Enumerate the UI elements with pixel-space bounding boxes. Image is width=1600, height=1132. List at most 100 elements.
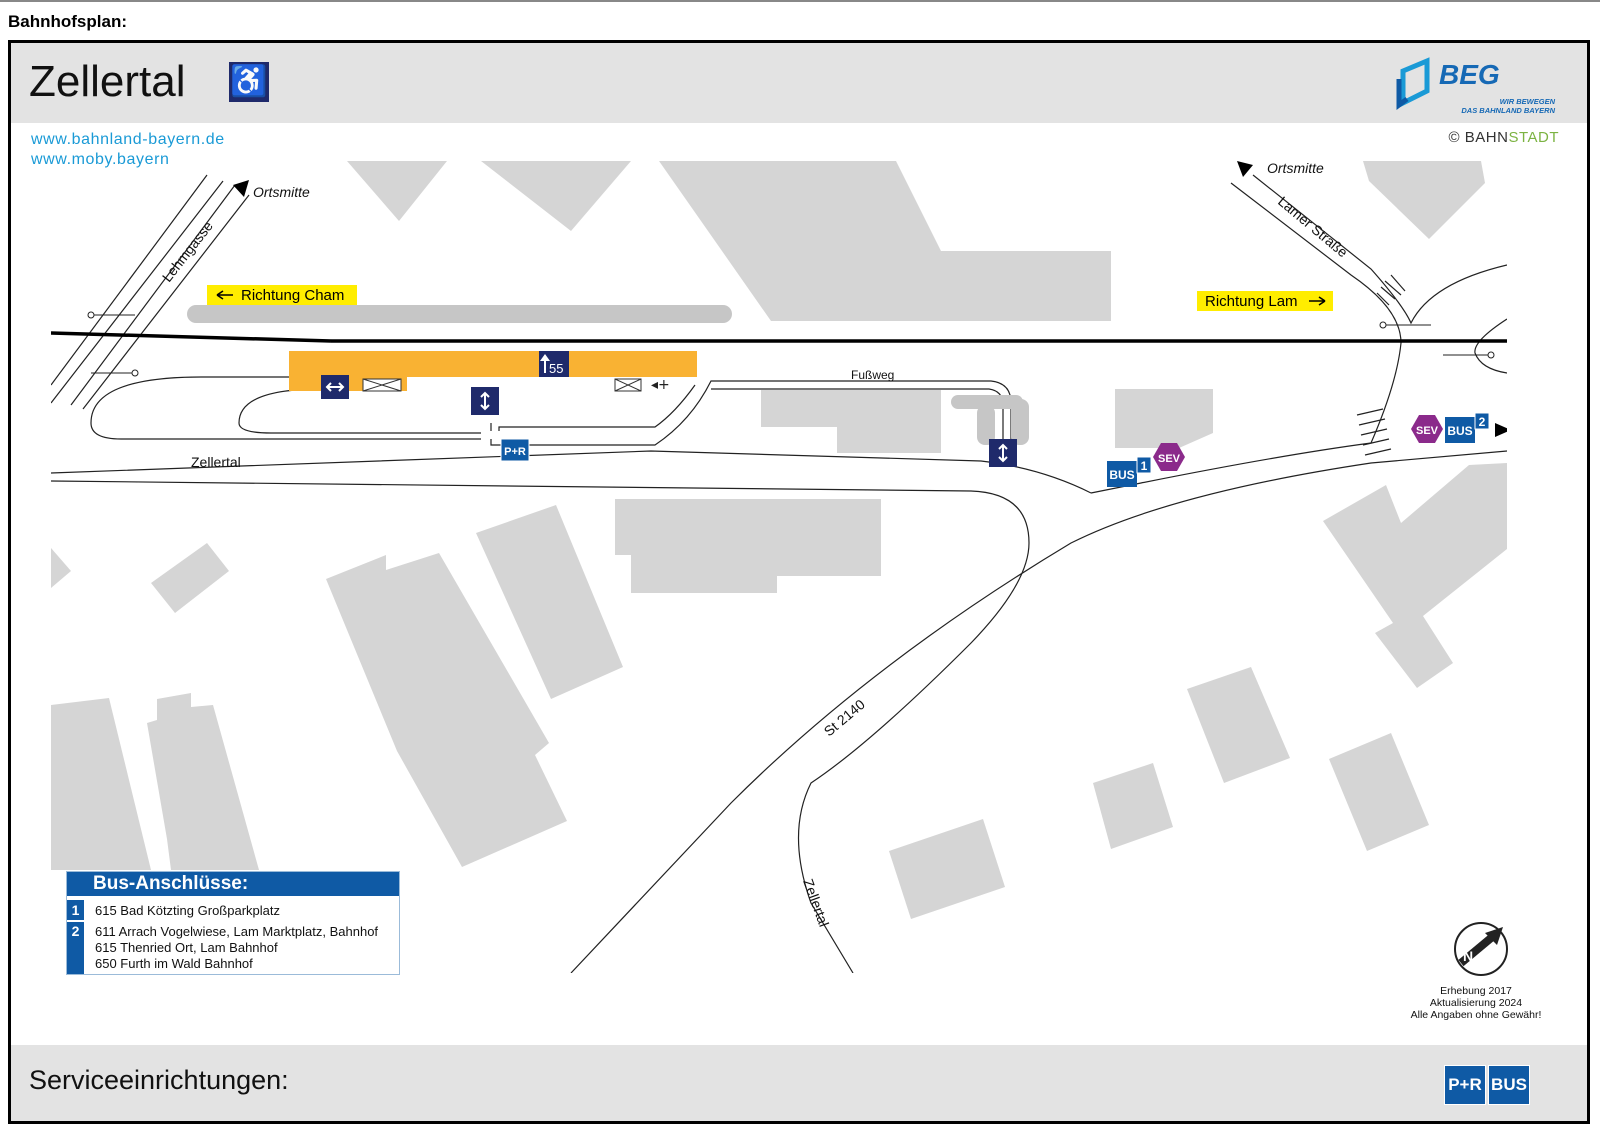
direction-arrow-icon <box>1495 423 1507 437</box>
link-bahnland-bayern[interactable]: www.bahnland-bayern.de <box>31 131 225 148</box>
access-path-marker <box>471 387 499 415</box>
road-lamer-strasse <box>1090 182 1402 494</box>
roads <box>51 174 1507 973</box>
station-access-road <box>90 376 481 440</box>
pr-marker-label: P+R <box>504 446 526 458</box>
bus-connection-row-1: 1 615 Bad Kötzting Großparkplatz <box>67 900 399 920</box>
building <box>481 161 631 231</box>
station-plan-frame: Zellertal ♿ BEG WIR BEWEGEN DAS BAHNLAND… <box>8 40 1590 1124</box>
st2140-label: St 2140 <box>821 696 868 739</box>
ortsmitte-arrow-icon <box>1237 161 1253 177</box>
building <box>1115 389 1213 448</box>
credits-line1: Erhebung 2017 <box>1440 985 1512 997</box>
building <box>326 553 567 867</box>
building <box>1187 667 1290 783</box>
lamer-strasse-label: Lamer Straße <box>1275 193 1351 260</box>
bus-line: 615 Thenried Ort, Lam Bahnhof <box>95 940 278 955</box>
station-access-road <box>238 388 481 434</box>
road-edge <box>51 174 208 386</box>
buildings <box>51 161 1507 919</box>
bus-line: 611 Arrach Vogelwiese, Lam Marktplatz, B… <box>95 924 379 939</box>
arrow-left-icon <box>216 290 233 300</box>
access-ramp-marker <box>321 375 349 399</box>
building <box>1329 733 1429 851</box>
richtung-lam-label: Richtung Lam <box>1205 293 1298 310</box>
building <box>51 698 151 870</box>
plan-header: Zellertal ♿ BEG WIR BEWEGEN DAS BAHNLAND… <box>11 43 1587 123</box>
copyright-suffix: STADT <box>1508 129 1559 146</box>
bus-stop-2-marker: BUS 2 <box>1445 412 1507 443</box>
road-edge <box>51 180 224 404</box>
building <box>889 819 1005 919</box>
building <box>1093 763 1173 849</box>
beg-logo-slogan: WIR BEWEGEN DAS BAHNLAND BAYERN <box>1425 97 1555 115</box>
wheelchair-icon: ♿ <box>229 62 269 102</box>
park-and-ride-marker: P+R <box>500 438 530 462</box>
bus-stop-2-number: 2 <box>1479 415 1486 429</box>
bus-stop-1-label: BUS <box>1109 468 1134 482</box>
ortsmitte-arrow-icon <box>233 180 249 197</box>
station-map: 55 ◂+ P+R BU <box>51 160 1508 976</box>
bus-connections-title: Bus-Anschlüsse: <box>67 872 399 896</box>
crosswalks <box>1356 274 1406 456</box>
link-moby-bayern[interactable]: www.moby.bayern <box>31 151 170 168</box>
level-crossing-barriers <box>87 311 1495 377</box>
bus-stop-1-number: 1 <box>1141 459 1148 473</box>
sev-stop-2-label: SEV <box>1416 425 1439 437</box>
road-edge <box>70 184 236 406</box>
railway-track <box>51 331 332 343</box>
zellertal-south-label: Zellertal <box>800 877 832 929</box>
building <box>151 543 229 613</box>
footpath-fussweg <box>490 380 1012 451</box>
platform <box>289 351 697 377</box>
survey-credits: Erhebung 2017 Aktualisierung 2024 Alle A… <box>1406 985 1546 1021</box>
station-title: Zellertal <box>29 57 186 106</box>
ortsmitte-left-label: Ortsmitte <box>253 184 310 200</box>
copyright-prefix: © BAHN <box>1448 129 1509 146</box>
building <box>761 390 941 453</box>
direction-sign-cham: Richtung Cham <box>207 285 357 305</box>
platform-height-label: 55 <box>549 361 563 376</box>
road-zellertal-east <box>51 480 1030 973</box>
sev-stop-2-marker: SEV <box>1411 415 1443 443</box>
access-path-marker <box>989 439 1017 467</box>
beg-logo-icon <box>1396 57 1430 110</box>
beg-slogan-line2: DAS BAHNLAND BAYERN <box>1461 106 1555 115</box>
building <box>1363 161 1485 239</box>
fussweg-label: Fußweg <box>851 368 894 382</box>
sev-stop-label: SEV <box>1158 453 1181 465</box>
credits-line2: Aktualisierung 2024 <box>1429 997 1523 1009</box>
hedges <box>187 305 1029 445</box>
entrance-arrow-icon: ◂+ <box>651 377 670 393</box>
direction-sign-lam: Richtung Lam <box>1197 291 1333 311</box>
top-rule <box>0 0 1600 2</box>
bus-connections-panel: Bus-Anschlüsse: 1 615 Bad Kötzting Großp… <box>66 871 400 975</box>
road-zellertal-north <box>51 450 1092 494</box>
service-footer: Serviceeinrichtungen: P+R BUS <box>11 1045 1587 1121</box>
richtung-cham-label: Richtung Cham <box>241 287 344 304</box>
ortsmitte-right-label: Ortsmitte <box>1267 160 1324 176</box>
park-and-ride-icon: P+R <box>1444 1065 1486 1105</box>
road-st2140 <box>570 450 1507 973</box>
building <box>659 161 1111 321</box>
bus-stop-number: 1 <box>67 900 84 920</box>
beg-logo-name: BEG <box>1439 59 1500 90</box>
compass-north-label: N <box>1463 948 1473 964</box>
arrow-right-icon <box>1309 296 1326 306</box>
service-facilities-title: Serviceeinrichtungen: <box>29 1065 289 1095</box>
bus-stop-number: 2 <box>67 922 84 974</box>
bus-line: 650 Furth im Wald Bahnhof <box>95 956 253 971</box>
copyright-bahnstadt: © BAHNSTADT <box>1449 129 1559 146</box>
bus-connection-row-2: 2 611 Arrach Vogelwiese, Lam Marktplatz,… <box>67 922 399 974</box>
road-lamer-strasse-edge <box>1252 174 1507 325</box>
platform-height-marker: 55 <box>539 351 569 377</box>
platform-shelters <box>362 378 642 392</box>
road-edge <box>1474 318 1507 374</box>
building <box>347 161 447 221</box>
beg-logo: BEG WIR BEWEGEN DAS BAHNLAND BAYERN <box>1393 53 1563 115</box>
page-heading: Bahnhofsplan: <box>8 12 127 31</box>
building <box>615 499 881 593</box>
bus-stop-2-label: BUS <box>1447 424 1472 438</box>
beg-slogan-line1: WIR BEWEGEN <box>1499 97 1555 106</box>
north-compass: N <box>1454 922 1508 976</box>
